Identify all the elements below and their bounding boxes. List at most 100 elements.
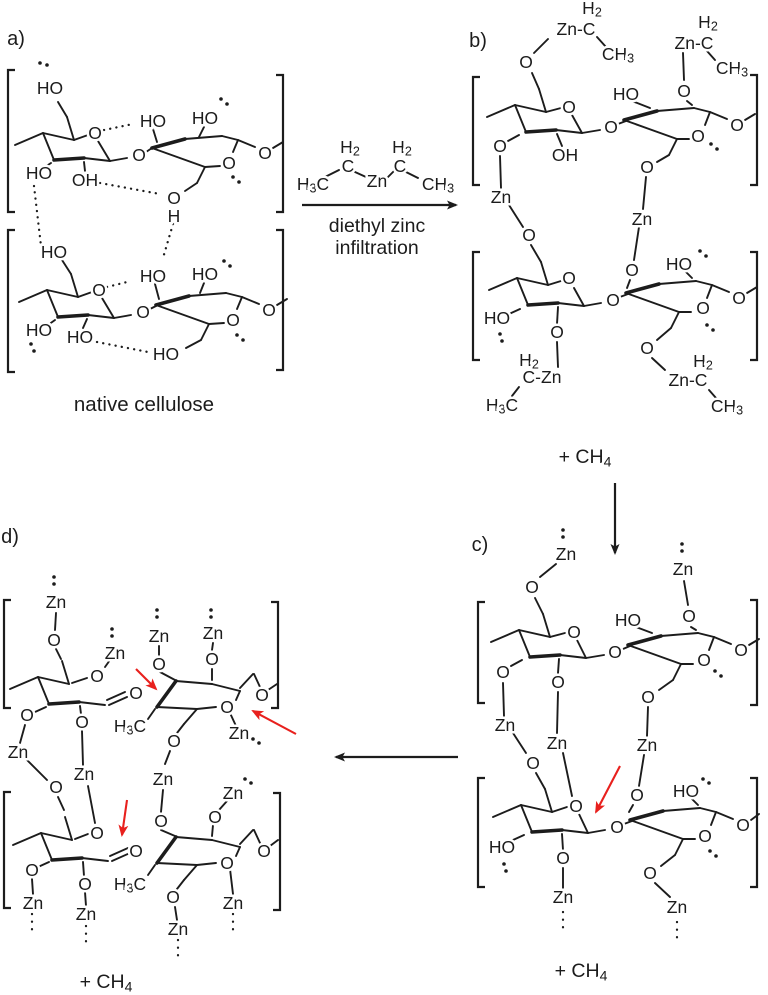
label-subscript: 3 xyxy=(309,182,316,196)
atom-label: O xyxy=(20,705,34,725)
bond xyxy=(74,833,89,840)
lone-pair-dot xyxy=(698,249,702,253)
bond xyxy=(176,879,185,890)
bond xyxy=(54,612,57,631)
reagent-atom-label: H2 xyxy=(340,137,360,159)
lone-pair-dot xyxy=(711,328,715,332)
bond xyxy=(538,88,547,113)
label-run: O xyxy=(519,52,533,72)
bond xyxy=(196,862,217,866)
lone-pair-dot xyxy=(110,627,114,631)
label-subscript: 4 xyxy=(125,979,133,995)
atom-label: O xyxy=(697,650,711,670)
panel-tag: b) xyxy=(469,30,487,52)
atom-label: O xyxy=(226,310,240,330)
label-run: HO xyxy=(666,254,692,274)
bond-bold xyxy=(52,156,86,162)
label-run: O xyxy=(220,697,234,717)
bond xyxy=(174,906,178,921)
label-run: H xyxy=(114,716,127,736)
label-run: O xyxy=(88,123,102,143)
bond-bold xyxy=(528,653,562,659)
label-run: O xyxy=(262,300,276,320)
atom-label: Zn xyxy=(495,715,515,735)
bond xyxy=(633,226,640,261)
atom-label: O xyxy=(525,577,539,597)
bracket xyxy=(471,75,480,187)
label-run: O xyxy=(49,777,63,797)
bracket xyxy=(476,776,485,889)
label-run: O xyxy=(643,863,657,883)
bond xyxy=(324,169,340,178)
label-run: Zn xyxy=(223,783,243,803)
bond xyxy=(160,829,176,837)
bond xyxy=(627,644,682,665)
bond xyxy=(164,750,171,765)
bond xyxy=(512,732,527,754)
label-run: O xyxy=(222,153,236,173)
atom-label: O xyxy=(625,260,639,280)
bond xyxy=(200,323,210,341)
label-run: O xyxy=(205,649,219,669)
lone-pair-dot xyxy=(219,97,223,101)
label-run: b) xyxy=(469,30,487,52)
bond-bold xyxy=(56,313,90,319)
atom-label: H2 xyxy=(698,12,718,34)
bond-bold xyxy=(47,700,81,706)
bond-bold xyxy=(150,137,187,150)
atom-label: HO xyxy=(26,320,52,340)
label-run: O xyxy=(698,826,712,846)
label-subscript: 4 xyxy=(604,454,612,470)
label-run: CH xyxy=(711,396,736,416)
bond xyxy=(83,157,111,162)
bond-bold xyxy=(524,128,558,134)
bond xyxy=(508,204,524,228)
atom-label: Zn xyxy=(229,723,249,743)
atom-label: O xyxy=(75,712,89,732)
bond xyxy=(629,819,684,840)
lone-pair-dot xyxy=(707,781,711,785)
reaction-caption: diethyl zinc xyxy=(329,215,426,237)
atom-label: O xyxy=(550,322,564,342)
bond xyxy=(654,882,671,898)
lone-pair-dot xyxy=(709,142,713,146)
lone-pair-dot xyxy=(237,180,241,184)
bond xyxy=(642,176,647,210)
label-run: O xyxy=(496,662,510,682)
bond xyxy=(573,287,585,307)
bond xyxy=(46,289,59,318)
label-run: Zn xyxy=(153,769,173,789)
bond xyxy=(269,839,279,847)
bond xyxy=(108,696,128,706)
bond xyxy=(708,389,717,399)
bond xyxy=(549,632,566,638)
atom-label: O xyxy=(90,823,104,843)
lone-pair-dot xyxy=(714,854,718,858)
label-subscript: 3 xyxy=(126,724,133,738)
bond xyxy=(9,676,39,690)
bond xyxy=(556,133,563,147)
bond xyxy=(623,119,678,140)
label-run: C xyxy=(342,156,355,176)
atom-label: H2 xyxy=(519,350,539,372)
lone-pair-dot xyxy=(231,175,235,179)
atom-label: O xyxy=(208,807,222,827)
label-subscript: 3 xyxy=(741,66,748,80)
lone-pair-dot xyxy=(705,323,709,327)
panel-tag: c) xyxy=(472,534,489,556)
bond xyxy=(211,824,214,837)
atom-label: HO xyxy=(613,84,639,104)
bond xyxy=(547,280,562,286)
lone-pair-dot xyxy=(29,342,33,346)
atom-label: HO xyxy=(140,266,166,286)
atom-label: Zn xyxy=(491,187,511,207)
lone-pair-dot xyxy=(222,259,226,263)
lone-pair-dot xyxy=(502,862,506,866)
bond xyxy=(710,811,717,826)
bond xyxy=(31,878,34,895)
label-run: Zn-C xyxy=(557,19,596,39)
label-run: O xyxy=(166,887,180,907)
bond-bold xyxy=(154,294,191,307)
lone-pair-dot xyxy=(680,549,684,553)
